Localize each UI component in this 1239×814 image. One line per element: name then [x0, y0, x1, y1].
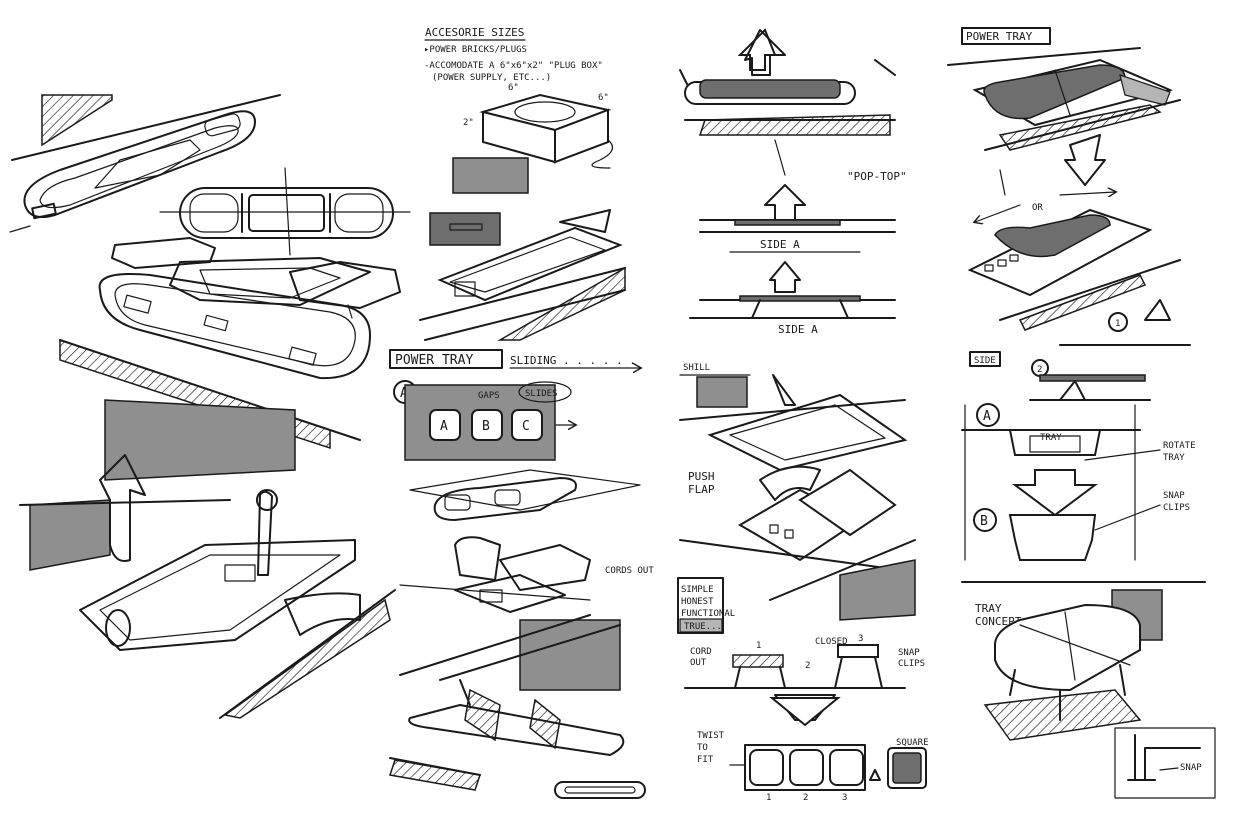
step-a-marker-right: A: [983, 409, 991, 424]
closed-tray-side: CORD OUT 1 CLOSED 3 2 SNAP CLIPS: [684, 634, 925, 727]
step-b-marker: B: [980, 514, 988, 529]
column-3-sketches: "POP-TOP" SIDE A SIDE A SHILL PUSH FLAP: [677, 28, 929, 803]
snap-label: SNAP: [1180, 763, 1202, 773]
simple-label: SIMPLE: [681, 585, 714, 595]
cord-label: CORD: [690, 647, 712, 657]
functional-label: FUNCTIONAL: [681, 609, 735, 619]
snap-detail: SNAP: [1114, 727, 1216, 799]
sliding-tray-sketch: [419, 209, 626, 341]
num-2-mid: 2: [805, 661, 810, 671]
slide-track-sketch: [389, 679, 646, 799]
num-2-bottom: 2: [803, 793, 808, 803]
slot-b: B: [482, 419, 490, 434]
snap-label-mid: SNAP: [898, 648, 920, 658]
dimension-6-b: 6": [598, 93, 609, 103]
rotate-tray-label: TRAY: [1163, 453, 1185, 463]
clips-label-right: CLIPS: [1163, 503, 1190, 513]
side-box-label: SIDE: [974, 356, 996, 366]
tray-concept-label-1: TRAY: [975, 602, 1002, 615]
num-3-bottom: 3: [842, 793, 847, 803]
table-edge-lower: [19, 338, 396, 719]
side-view-right: SIDE: [969, 344, 1191, 401]
accessory-title: ACCESORIE SIZES: [425, 26, 524, 39]
cords-out-label: CORDS OUT: [605, 566, 654, 576]
to-label: TO: [697, 743, 708, 753]
gaps-label: GAPS: [478, 391, 500, 401]
tray-concept-sketch: TRAY CONCEPT: [961, 581, 1206, 741]
rotate-label: ROTATE: [1163, 441, 1196, 451]
exploded-slide-trays: CORDS OUT: [399, 469, 654, 691]
closed-label: CLOSED: [815, 637, 848, 647]
accessory-line-3: (POWER SUPPLY, ETC...): [432, 73, 551, 83]
push-label: PUSH: [688, 470, 715, 483]
flap-label: FLAP: [688, 483, 715, 496]
out-label: OUT: [690, 658, 707, 668]
push-flap-sketch: SHILL PUSH FLAP: [679, 363, 916, 621]
rotating-tray-alt: OR 1 2: [967, 192, 1181, 377]
num-3-top: 3: [858, 634, 863, 644]
shell-label: SHILL: [683, 363, 710, 373]
pop-top-sketch: "POP-TOP" SIDE A SIDE A: [679, 28, 907, 336]
num-1-top: 1: [756, 641, 761, 651]
pop-top-label: "POP-TOP": [847, 170, 907, 183]
rotating-tray-top: [947, 47, 1181, 196]
circle-2-marker: 2: [1037, 365, 1042, 375]
plug-box-sketch: 6" 6" 2": [452, 83, 614, 194]
slot-c: C: [522, 419, 530, 434]
slot-a: A: [440, 419, 448, 434]
snap-label-right: SNAP: [1163, 491, 1185, 501]
slides-diagram: A A B C GAPS SLIDES: [393, 380, 575, 461]
dimension-6-a: 6": [508, 83, 519, 93]
circle-1-marker: 1: [1115, 319, 1120, 329]
num-1-bottom: 1: [766, 793, 771, 803]
dimension-2: 2": [463, 118, 474, 128]
or-label: OR: [1032, 203, 1043, 213]
power-tray-sliding-heading: POWER TRAY SLIDING . . . . . .: [389, 349, 640, 368]
accessory-line-1: ▸POWER BRICKS/PLUGS: [424, 45, 527, 55]
tray-small-label: TRAY: [1040, 433, 1062, 443]
side-a-label-1: SIDE A: [760, 238, 800, 251]
power-tray-label-left: POWER TRAY: [395, 353, 473, 368]
power-tray-label-right: POWER TRAY: [966, 30, 1033, 43]
honest-label: HONEST: [681, 597, 714, 607]
twist-label: TWIST: [697, 731, 725, 741]
slides-label: SLIDES: [525, 389, 558, 399]
twist-to-fit-sketch: TWIST TO FIT 1 2 3 SQUARE: [697, 731, 929, 803]
column-4-sketches: POWER TRAY OR 1: [947, 27, 1216, 799]
square-label: SQUARE: [896, 738, 929, 748]
step-a-marker: A: [400, 386, 408, 401]
fit-label: FIT: [697, 755, 714, 765]
column-2-sketches: ACCESORIE SIZES ▸POWER BRICKS/PLUGS -ACC…: [389, 26, 654, 799]
long-tray-sketch: [9, 94, 281, 233]
true-label: TRUE...: [684, 622, 722, 632]
side-a-label-2: SIDE A: [778, 323, 818, 336]
tray-plan-view: [159, 167, 411, 256]
rotate-tray-diagram: A TRAY ROTATE TRAY B SNAP CLIPS: [961, 403, 1196, 561]
power-tray-heading-right: POWER TRAY: [961, 27, 1051, 45]
sliding-label: SLIDING . . . . . .: [510, 354, 636, 367]
clips-label-mid: CLIPS: [898, 659, 925, 669]
accessory-line-2: -ACCOMODATE A 6"x6"x2" "PLUG BOX": [424, 61, 603, 71]
column-1-sketches: [9, 94, 411, 719]
exploded-tray-sketch: [98, 237, 401, 380]
simple-honest-note: SIMPLE HONEST FUNCTIONAL TRUE...: [677, 577, 735, 634]
